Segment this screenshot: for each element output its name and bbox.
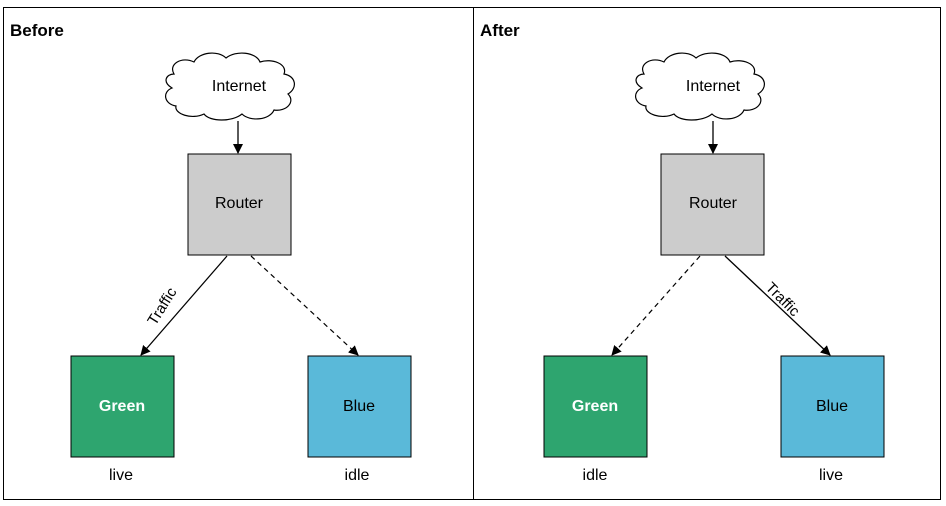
after-panel: After Internet Router Green Blue idle li… [473,7,941,500]
router-label: Router [214,195,264,212]
before-diagram [70,52,412,458]
green-label: Green [98,398,146,415]
blue-box [780,355,885,458]
internet-label: Internet [211,78,267,95]
router-label: Router [688,195,738,212]
green-box [70,355,175,458]
traffic-arrow-to-blue [724,255,831,356]
blue-box [307,355,412,458]
green-status: idle [582,467,608,484]
internet-cloud-shape [635,52,765,121]
panel-title: Before [10,21,64,40]
before-panel: Before Internet Router Green Blue live i… [3,7,474,500]
idle-arrow-to-green [611,255,701,356]
after-diagram [543,52,885,458]
green-box [543,355,648,458]
router-box [187,153,292,256]
internet-cloud-shape [165,52,295,121]
panel-title: After [480,21,520,40]
blue-label: Blue [815,398,849,415]
router-box [660,153,765,256]
internet-label: Internet [685,78,741,95]
traffic-arrow-to-green [140,255,228,356]
green-label: Green [571,398,619,415]
idle-arrow-to-blue [250,255,359,356]
blue-status: live [818,467,844,484]
blue-label: Blue [342,398,376,415]
green-status: live [108,467,134,484]
blue-status: idle [344,467,370,484]
